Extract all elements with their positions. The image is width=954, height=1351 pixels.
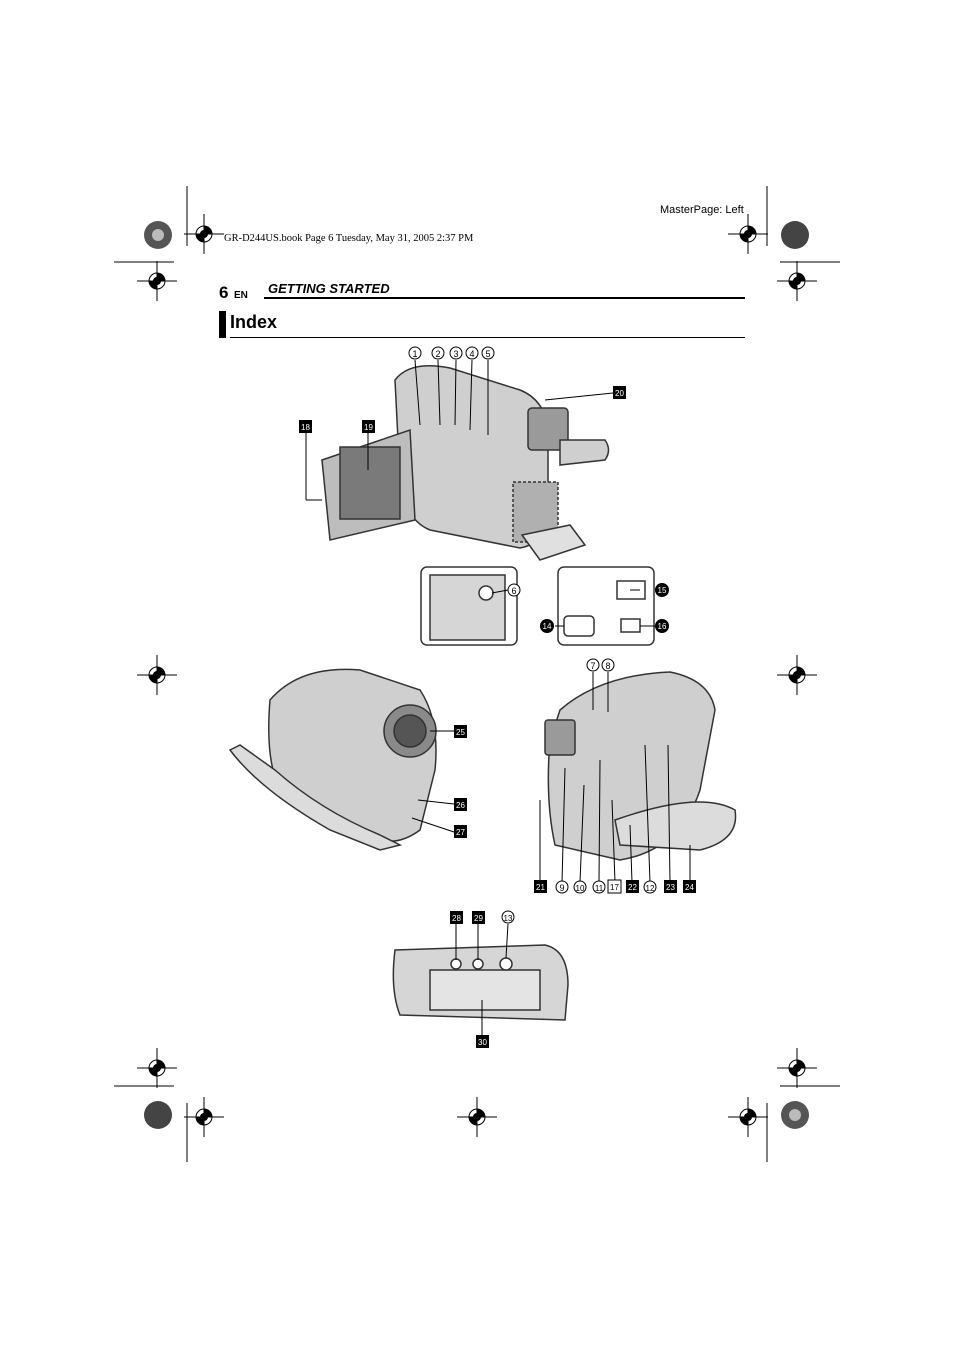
- callout-22: 22: [626, 880, 639, 893]
- svg-text:5: 5: [485, 349, 490, 359]
- callout-28: 28: [450, 911, 463, 924]
- starburst-icon: [144, 221, 172, 249]
- callout-8: 8: [601, 658, 615, 672]
- svg-text:9: 9: [559, 883, 564, 893]
- masterpage-label: MasterPage: Left: [660, 204, 744, 216]
- callout-15: 15: [655, 583, 669, 597]
- svg-text:17: 17: [610, 883, 619, 892]
- svg-text:6: 6: [511, 586, 516, 596]
- svg-text:27: 27: [456, 828, 465, 837]
- callout-4: 4: [465, 346, 479, 360]
- callout-9: 9: [555, 880, 569, 894]
- svg-text:24: 24: [685, 883, 694, 892]
- callout-3: 3: [449, 346, 463, 360]
- page-number: 6: [219, 283, 229, 302]
- title-bar: [219, 311, 226, 338]
- svg-text:30: 30: [478, 1038, 487, 1047]
- svg-text:8: 8: [605, 661, 610, 671]
- svg-text:13: 13: [504, 914, 513, 923]
- callout-7: 7: [586, 658, 600, 672]
- svg-text:26: 26: [456, 801, 465, 810]
- svg-text:25: 25: [456, 728, 465, 737]
- book-info-line: GR-D244US.book Page 6 Tuesday, May 31, 2…: [224, 233, 474, 244]
- svg-text:20: 20: [615, 389, 624, 398]
- callout-26: 26: [454, 798, 467, 811]
- svg-text:3: 3: [453, 349, 458, 359]
- callout-20: 20: [613, 386, 626, 399]
- svg-text:4: 4: [469, 349, 474, 359]
- svg-text:29: 29: [474, 914, 483, 923]
- title-rule: [230, 337, 745, 338]
- callout-6: 6: [507, 583, 521, 597]
- callout-24: 24: [683, 880, 696, 893]
- callout-11: 11: [592, 880, 606, 894]
- section-title: GETTING STARTED: [268, 281, 390, 296]
- callout-10: 10: [573, 880, 587, 894]
- svg-text:18: 18: [301, 423, 310, 432]
- callout-30: 30: [476, 1035, 489, 1048]
- callout-12: 12: [643, 880, 657, 894]
- callout-25: 25: [454, 725, 467, 738]
- callout-17: 17: [607, 879, 622, 894]
- svg-text:28: 28: [452, 914, 461, 923]
- callout-29: 29: [472, 911, 485, 924]
- page-language: EN: [234, 290, 248, 301]
- color-patch-icon: [781, 221, 809, 249]
- svg-text:7: 7: [590, 661, 595, 671]
- page-title: Index: [230, 312, 278, 332]
- color-patch-icon: [144, 1101, 172, 1129]
- callout-13: 13: [501, 910, 515, 924]
- inset-detail-right: [557, 566, 655, 646]
- callout-21: 21: [534, 880, 547, 893]
- svg-text:15: 15: [658, 586, 667, 595]
- camcorder-lcd-open-drawing: [321, 365, 610, 561]
- svg-text:14: 14: [543, 622, 552, 631]
- callout-2: 2: [431, 346, 445, 360]
- svg-text:22: 22: [628, 883, 637, 892]
- callout-19: 19: [362, 420, 375, 433]
- svg-text:16: 16: [658, 622, 667, 631]
- callout-16: 16: [655, 619, 669, 633]
- svg-text:11: 11: [595, 884, 604, 893]
- svg-text:19: 19: [364, 423, 373, 432]
- svg-text:21: 21: [536, 883, 545, 892]
- callout-18: 18: [299, 420, 312, 433]
- svg-text:10: 10: [576, 884, 585, 893]
- callout-23: 23: [664, 880, 677, 893]
- callout-27: 27: [454, 825, 467, 838]
- camcorder-back-drawing: [544, 671, 737, 861]
- svg-text:23: 23: [666, 883, 675, 892]
- svg-text:1: 1: [412, 349, 417, 359]
- inset-detail-left: [420, 566, 518, 646]
- svg-text:12: 12: [646, 884, 655, 893]
- starburst-icon: [781, 1101, 809, 1129]
- camcorder-front-drawing: [228, 668, 437, 851]
- callout-5: 5: [481, 346, 495, 360]
- callout-14: 14: [540, 619, 554, 633]
- callout-1: 1: [408, 346, 422, 360]
- camcorder-bottom-drawing: [392, 944, 569, 1021]
- section-rule: [264, 297, 745, 299]
- svg-text:2: 2: [435, 349, 440, 359]
